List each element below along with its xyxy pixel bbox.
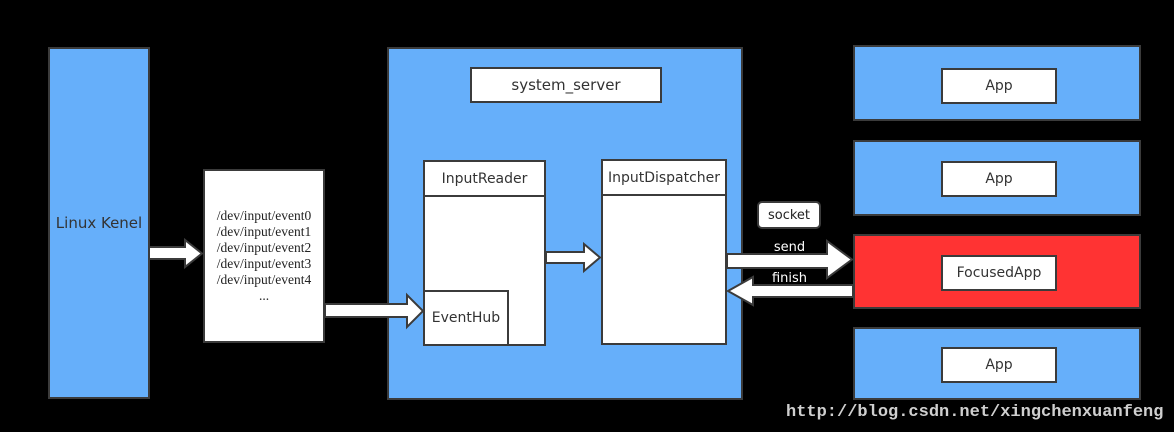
send-arrow-label: send	[773, 240, 806, 255]
dev-input-ellipsis: ...	[258, 288, 270, 303]
focused-app-node: FocusedApp	[853, 234, 1141, 309]
dev-input-line: /dev/input/event2	[216, 240, 312, 255]
app-label-1: App	[941, 68, 1057, 104]
focused-app-label: FocusedApp	[941, 255, 1057, 291]
dev-input-line: /dev/input/event1	[216, 224, 312, 239]
arrow-kernel-to-devinput	[148, 237, 204, 270]
event-hub-node: EventHub	[423, 290, 509, 346]
app-label-2: App	[941, 161, 1057, 197]
socket-chip: socket	[757, 201, 821, 229]
input-reader-label: InputReader	[425, 162, 544, 197]
event-hub-label: EventHub	[431, 310, 501, 326]
watermark-url: http://blog.csdn.net/xingchenxuanfeng	[786, 403, 1164, 422]
app-node-2: App	[853, 140, 1141, 216]
finish-arrow-label: finish	[771, 271, 808, 286]
system-server-title-label: system_server	[511, 76, 621, 94]
app-label-3: App	[941, 347, 1057, 383]
system-server-title: system_server	[470, 67, 662, 103]
input-dispatcher-label: InputDispatcher	[603, 161, 725, 196]
linux-kernel-label: Linux Kenel	[55, 214, 143, 232]
socket-label: socket	[767, 207, 811, 223]
input-dispatcher-node: InputDispatcher	[601, 159, 727, 345]
linux-kernel-node: Linux Kenel	[48, 47, 150, 399]
app-node-3: App	[853, 327, 1141, 400]
dev-input-line: /dev/input/event0	[216, 208, 312, 223]
dev-input-line: /dev/input/event4	[216, 272, 312, 287]
app-node-1: App	[853, 45, 1141, 121]
dev-input-events-node: /dev/input/event0 /dev/input/event1 /dev…	[203, 169, 325, 343]
dev-input-line: /dev/input/event3	[216, 256, 312, 271]
